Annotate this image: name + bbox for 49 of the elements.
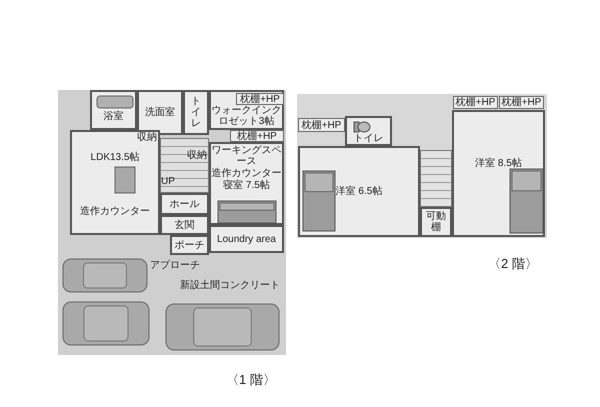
room-label: 造作カウンター [212,168,282,179]
floor-plan-area [297,94,547,238]
room-label: ホール [170,198,200,210]
room [70,130,160,235]
room-label: ウォークインクロゼット3帖 [211,105,282,127]
storage-label: 収納 [187,150,207,161]
shelf-box [499,96,544,109]
floor-caption: 〈2 階〉 [488,255,538,273]
room-label: 枕棚+HP [456,97,496,108]
room-label: 洋室 6.5帖 [336,186,382,197]
room [209,225,284,253]
room-label: 枕棚+HP [237,130,277,142]
room-label: 可動棚 [425,211,447,233]
room [345,116,392,146]
shelf-box [298,118,345,132]
floor-caption: 〈1 階〉 [226,371,276,389]
room-label: ワーキングスペース [211,145,282,167]
area-label: 新設土間コンクリート [180,280,280,291]
room-label: 玄関 [174,220,194,230]
room-label: 枕棚+HP [502,97,542,108]
room-label: 造作カウンター [80,206,150,217]
room-label: 浴室 [104,111,124,122]
room-label: 寝室 7.5帖 [223,180,270,191]
room-label: 枕棚+HP [302,120,342,130]
room [170,235,209,255]
shelf-box [230,130,284,142]
room [209,142,284,225]
room [420,207,452,237]
shelf-box [453,96,498,109]
room [209,90,284,130]
room-label: LDK13.5帖 [90,152,140,163]
room [183,90,209,135]
area-label: アプローチ [150,260,200,271]
room-label: 洗面室 [145,107,175,118]
stair-direction-label: UP [161,176,175,187]
room-label: 洋室 8.5帖 [475,158,522,169]
room-label: トイレ [354,133,384,144]
shelf-box [236,93,284,105]
room [452,110,545,237]
room [90,90,137,130]
floor-plan-area [58,90,286,355]
room-label: Loundry area [217,234,276,244]
room [160,193,209,215]
room-label: ポーチ [174,240,204,250]
room [298,146,420,237]
room-label: 枕棚+HP [240,94,280,104]
room [160,215,209,235]
storage-label: 収納 [137,132,157,143]
room-label: トイレ [191,96,201,129]
